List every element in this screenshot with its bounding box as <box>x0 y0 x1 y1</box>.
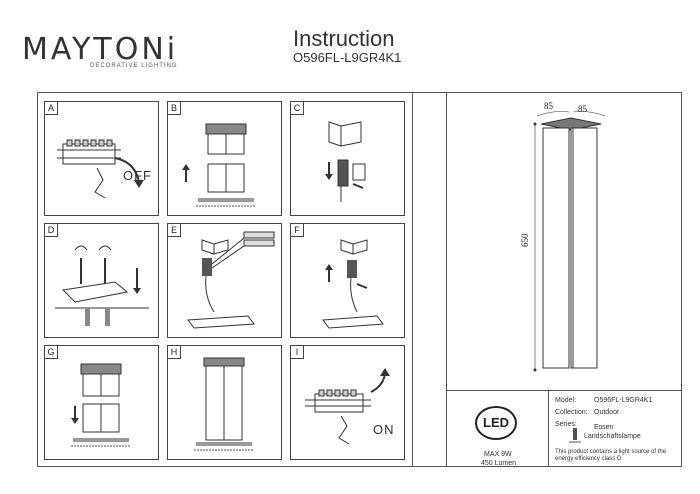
lamp-installed-illustration <box>194 357 254 451</box>
led-badge: LED <box>475 406 517 440</box>
step-i-panel: I ON <box>290 345 405 460</box>
lamp-type: Landschaftslampe <box>584 433 641 440</box>
step-label: F <box>291 224 304 237</box>
collection-value: Outdoor <box>594 409 620 416</box>
energy-note: This product contains a light source of … <box>555 449 667 462</box>
connector-illustration <box>325 121 366 202</box>
on-label: ON <box>373 422 395 437</box>
page-title: Instruction <box>293 26 395 51</box>
instruction-frame <box>37 92 682 467</box>
brand-logo: MAYTONi <box>22 32 179 67</box>
model-label: Model: <box>555 397 577 404</box>
lamp-lowering-illustration <box>71 363 131 447</box>
step-label: A <box>45 102 58 115</box>
step-label: I <box>291 346 304 359</box>
lumen-rating: 450 Lumen <box>481 460 517 467</box>
step-label: D <box>45 224 58 237</box>
divider <box>446 92 447 467</box>
mounting-illustration <box>55 245 149 326</box>
step-h-panel: H <box>167 345 282 460</box>
step-label: C <box>291 102 304 115</box>
step-e-panel: E <box>167 223 282 338</box>
series-label: Series: <box>555 421 577 428</box>
step-label: G <box>45 346 58 359</box>
dimension-height: 650 <box>520 233 530 248</box>
divider <box>412 92 413 467</box>
series-value: Essen <box>594 424 614 431</box>
power-rating: MAX 9W <box>484 451 512 458</box>
brand-tagline: DECORATIVE LIGHTING <box>90 63 178 69</box>
step-d-panel: D <box>44 223 159 338</box>
breaker-illustration <box>57 139 144 199</box>
collection-label: Collection: <box>555 409 588 416</box>
step-label: B <box>168 102 181 115</box>
dimension-drawing <box>533 111 606 372</box>
connector-close-illustration <box>322 239 384 329</box>
off-label: OFF <box>123 168 152 183</box>
wiring-illustration <box>187 231 275 329</box>
step-g-panel: G <box>44 345 159 460</box>
dimension-width-b: 85 <box>578 104 587 114</box>
step-a-panel: A OFF <box>44 101 159 216</box>
step-b-panel: B <box>167 101 282 216</box>
breaker-on-illustration <box>305 368 390 445</box>
step-label: E <box>168 224 181 237</box>
step-c-panel: C <box>290 101 405 216</box>
dimension-width-a: 85 <box>544 101 553 111</box>
divider <box>548 390 549 467</box>
step-f-panel: F <box>290 223 405 338</box>
model-code: O596FL-L9GR4K1 <box>293 50 402 65</box>
step-label: H <box>168 346 181 359</box>
spec-panel <box>446 390 682 468</box>
lamp-type-icon <box>569 428 581 443</box>
model-value: O596FL-L9GR4K1 <box>594 397 653 404</box>
lamp-assembly-illustration <box>182 123 256 207</box>
